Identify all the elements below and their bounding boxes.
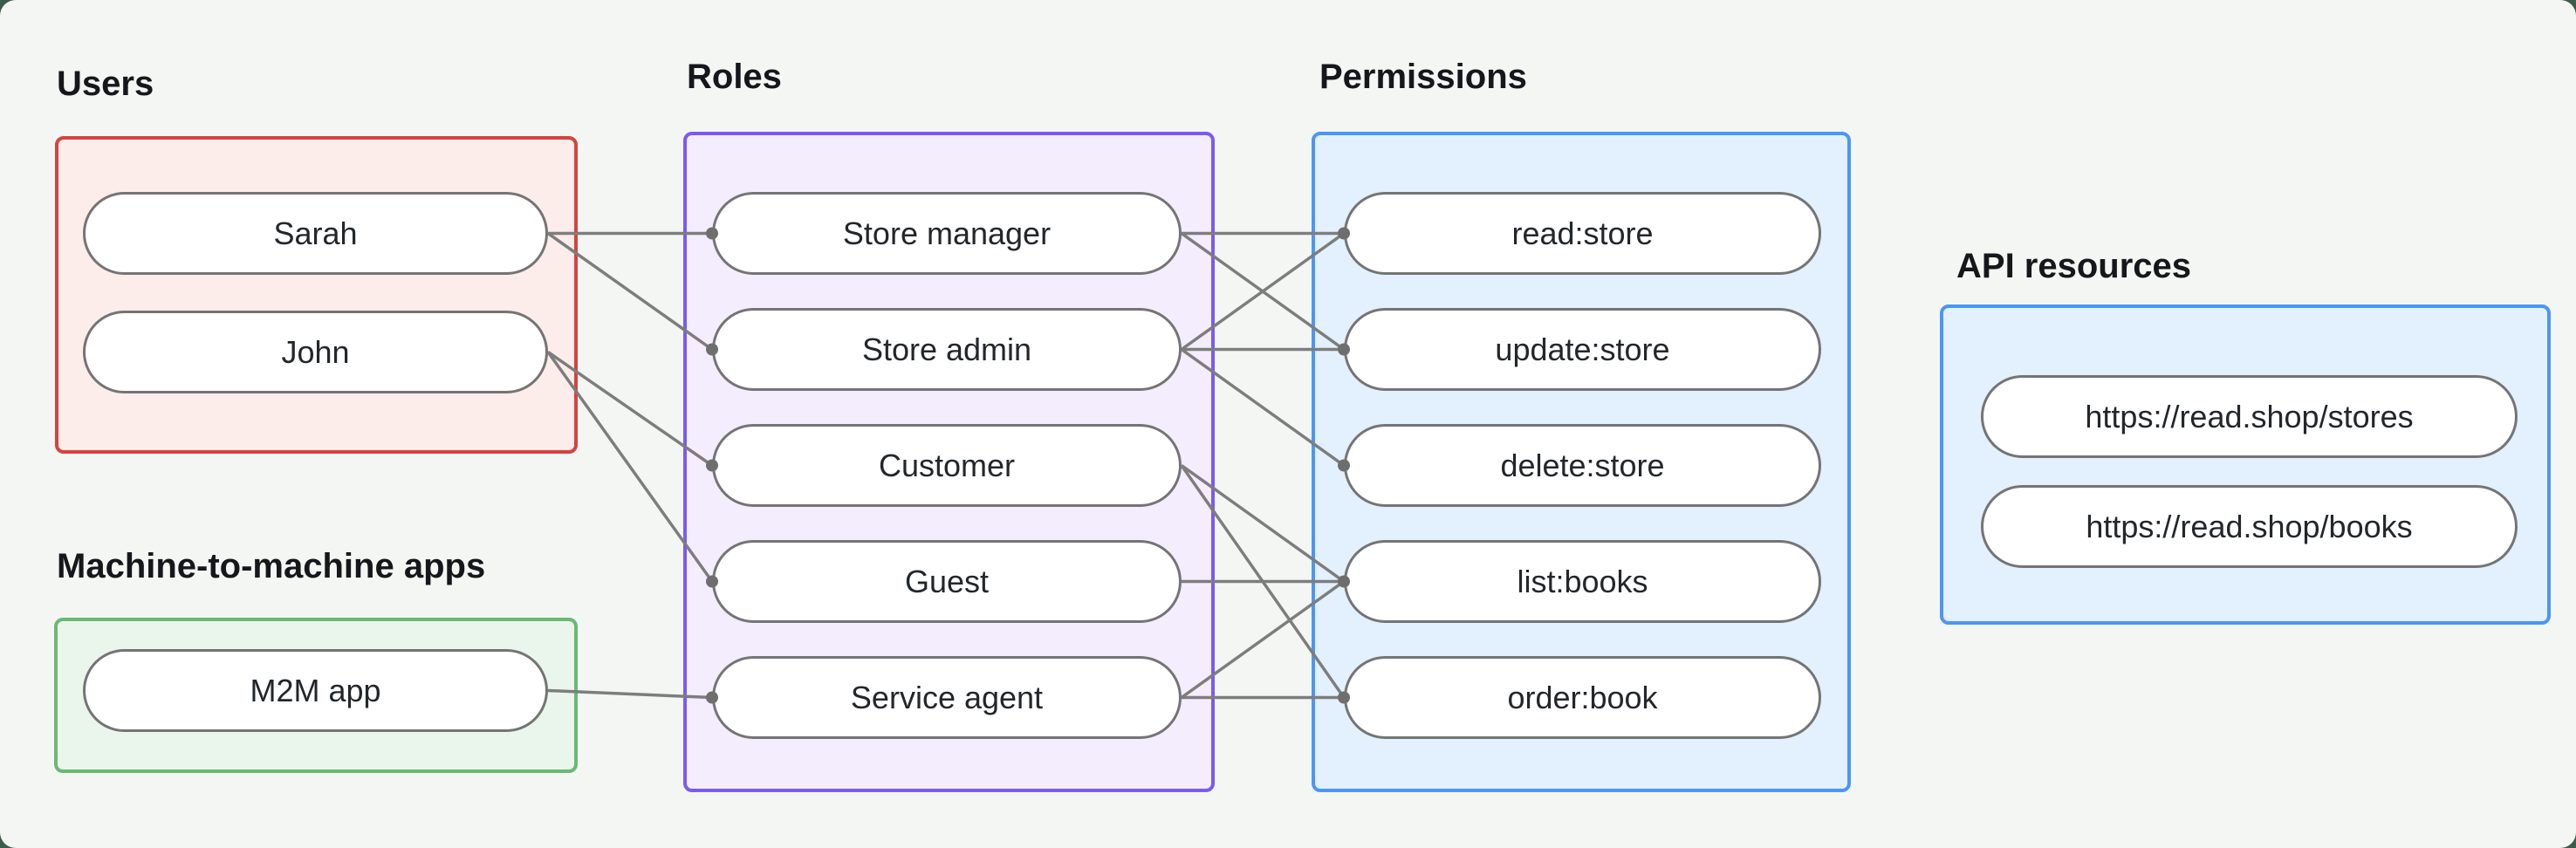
users-group-label: Users — [57, 65, 154, 103]
order-book-node: order:book — [1344, 656, 1821, 739]
service-agent-node: Service agent — [712, 656, 1182, 739]
permissions-group-label: Permissions — [1319, 58, 1527, 96]
api-resources-group-box — [1940, 304, 2551, 625]
stores-api-node: https://read.shop/stores — [1981, 375, 2518, 458]
john-node: John — [83, 311, 548, 393]
store-admin-node: Store admin — [712, 308, 1182, 391]
update-store-node: update:store — [1344, 308, 1821, 391]
guest-node: Guest — [712, 540, 1182, 623]
store-manager-node: Store manager — [712, 192, 1182, 275]
users-group-box — [55, 136, 578, 454]
list-books-node: list:books — [1344, 540, 1821, 623]
customer-node: Customer — [712, 424, 1182, 507]
books-api-node: https://read.shop/books — [1981, 485, 2518, 568]
read-store-node: read:store — [1344, 192, 1821, 275]
m2m-app-node: M2M app — [83, 649, 548, 732]
api-resources-group-label: API resources — [1956, 247, 2192, 285]
delete-store-node: delete:store — [1344, 424, 1821, 507]
m2m-apps-group-label: Machine-to-machine apps — [57, 547, 486, 585]
roles-group-label: Roles — [687, 58, 782, 96]
sarah-node: Sarah — [83, 192, 548, 275]
